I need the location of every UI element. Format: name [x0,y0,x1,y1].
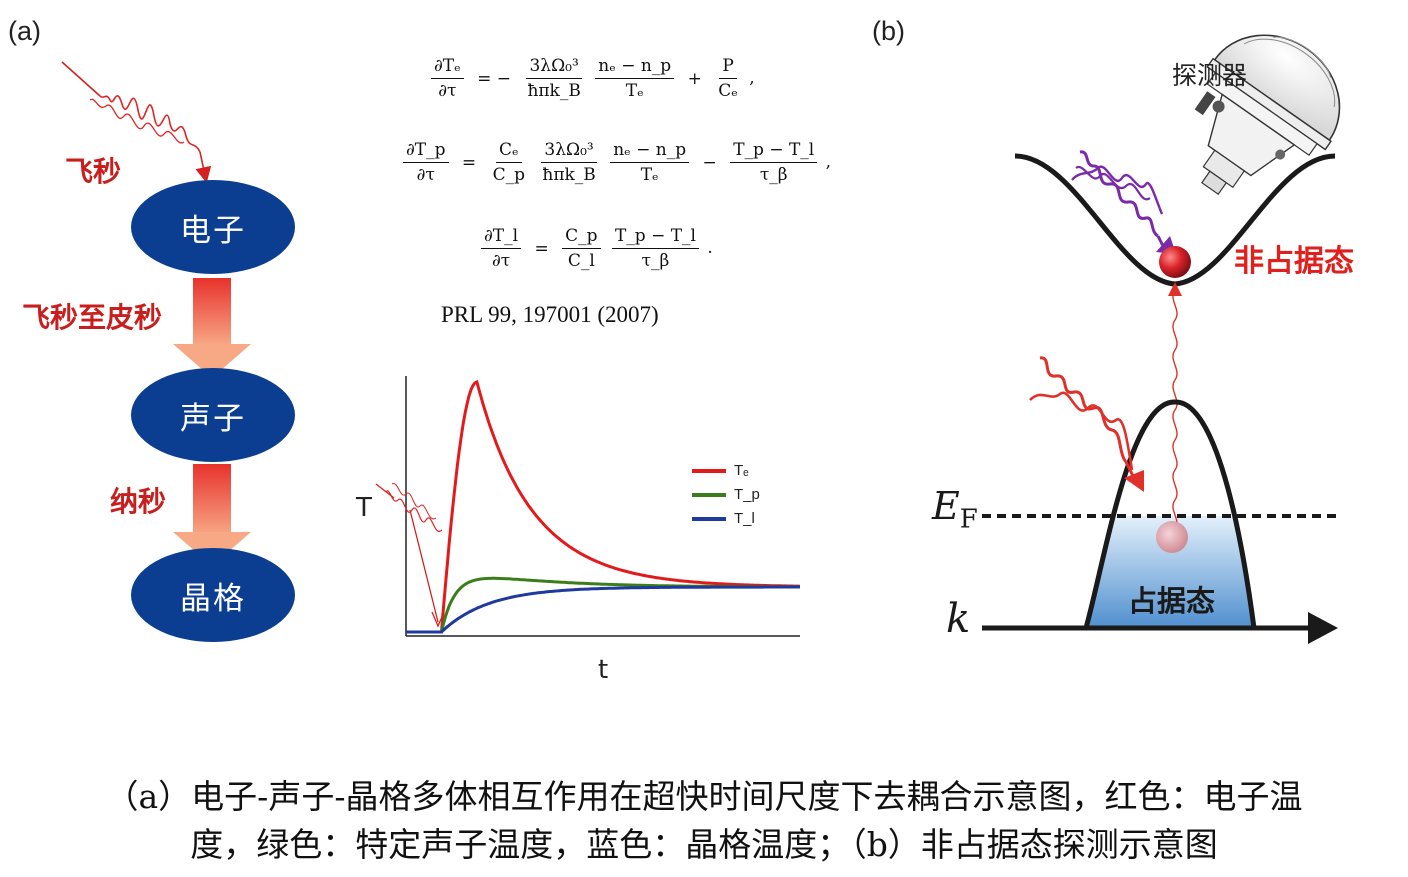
occupied-band-curve [1083,399,1257,629]
unoccupied-state-label: 非占据态 [1234,244,1354,279]
plot-pump-pulse-icon [375,483,445,628]
legend-label-tp: T_p [734,486,760,503]
reference-citation: PRL 99, 197001 (2007) [441,302,659,327]
pump-pulse-icon [61,61,101,97]
legend-item-te: Tₑ [692,462,749,479]
excited-electron [1159,246,1191,278]
panel-a-flow-graphics [61,61,251,566]
series-line-te [406,379,801,634]
plot-axes [405,376,800,637]
series-line-tl [406,585,800,634]
timescale-nanosecond: 纳秒 [110,485,167,518]
detector-icon [1194,34,1341,196]
k-axis-label: k [946,596,971,642]
caption-line-2: 度，绿色：特定声子温度，蓝色：晶格温度；（b）非占据态探测示意图 [190,825,1218,864]
photo-hole [1156,521,1188,553]
legend-swatch-tp [692,492,726,497]
legend-item-tl: T_l [692,510,755,527]
node-electron: 电子 [131,180,295,274]
node-lattice: 晶格 [131,548,295,642]
panel-b-label: (b) [872,16,905,46]
fermi-level-symbol: E [932,484,960,528]
excitation-wave [1172,289,1178,531]
legend-swatch-tl [692,516,726,521]
timescale-femtosecond: 飞秒 [65,155,122,188]
legend-item-tp: T_p [692,486,760,503]
arrow-phonon-to-lattice [173,464,251,566]
fermi-level-label: EF [932,484,978,535]
legend-label-tl: T_l [734,510,755,527]
node-phonon: 声子 [131,368,295,462]
legend-swatch-te [692,468,726,473]
detector-label: 探测器 [1172,61,1248,90]
fermi-level-subscript: F [959,504,978,535]
x-axis-label: t [598,655,608,685]
panel-a-label: (a) [8,16,41,46]
timescale-fs-to-ps: 飞秒至皮秒 [22,301,163,334]
temperature-plot: T t [355,376,801,685]
pump-pulse-b-icon [1029,356,1144,492]
occupied-state-label: 占据态 [1128,584,1216,618]
probe-pulse-icon [1071,150,1176,254]
occupied-region [1088,516,1252,628]
y-axis-label: T [355,493,372,523]
legend-label-te: Tₑ [734,462,749,479]
arrow-electron-to-phonon [173,278,251,378]
panel-b-band-diagram [982,34,1341,644]
caption-line-1: （a）电子-声子-晶格多体相互作用在超快时间尺度下去耦合示意图，红色：电子温 [105,777,1303,816]
